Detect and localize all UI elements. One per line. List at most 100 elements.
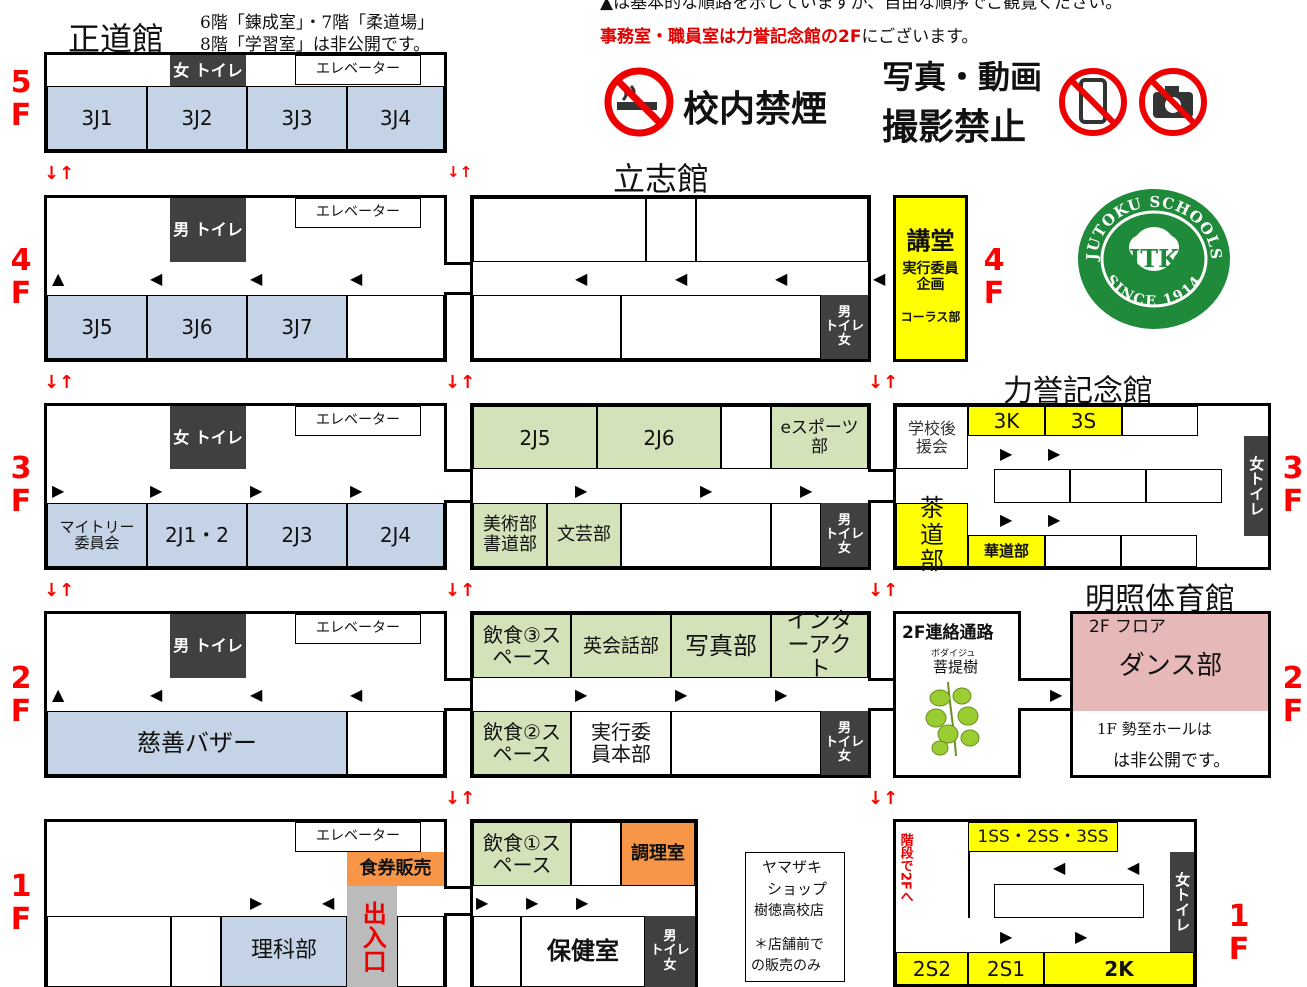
women-toilet-5f: 女 トイレ — [170, 55, 246, 86]
route-right-arrow: ▶ — [775, 685, 788, 704]
floor-text: 1F — [10, 869, 32, 937]
route-right-arrow: ▶ — [1048, 444, 1061, 463]
toilet-4f-risshi: 男トイレ女 — [821, 295, 868, 359]
room-sado: 茶道部 — [896, 495, 968, 574]
room-empty — [994, 884, 1144, 918]
no-phone-icon — [1057, 66, 1129, 138]
floor-text: 2F — [1282, 661, 1304, 729]
room-3j6: 3J6 — [147, 295, 247, 359]
room-2j3: 2J3 — [247, 503, 347, 567]
office-note: 事務室・職員室は力誉記念館の2Fにございます。 — [600, 22, 978, 47]
route-right-arrow: ▶ — [250, 481, 263, 500]
jutoku-logo: JUTOKU SCHOOLS SINCE 1914 JTK — [1075, 187, 1233, 332]
room-hoken: 保健室 — [521, 916, 645, 987]
office-note-red: 事務室・職員室は力誉記念館の2F — [600, 27, 862, 47]
room-interact: インターアクト — [771, 609, 868, 682]
toilet-mid: トイレ — [824, 526, 864, 542]
room-bijutsu: 美術部書道部 — [473, 503, 547, 567]
room-food2: 飲食②スペース — [473, 711, 571, 775]
room-1ss: 1SS・2SS・3SS — [968, 822, 1118, 852]
room-2j6: 2J6 — [597, 406, 721, 469]
no-smoking-text: 校内禁煙 — [683, 89, 828, 130]
toilet-3f-risshi: 男トイレ女 — [821, 503, 868, 567]
bodaiju-ruby: ボダイジュ — [931, 649, 976, 659]
room-empty — [347, 295, 444, 359]
entrance: 出入口 — [347, 886, 397, 987]
toilet-f: 女 — [837, 541, 851, 557]
stair-arrow: ↓↑ — [868, 372, 899, 393]
connector-2f-b — [868, 678, 896, 711]
floor-label-1f-left: 1F — [10, 870, 40, 936]
route-right-arrow: ▶ — [1000, 444, 1013, 463]
room-empty — [347, 711, 444, 775]
room-empty — [473, 198, 646, 262]
room-2j5: 2J5 — [473, 406, 597, 469]
office-note-rest: にございます。 — [861, 27, 979, 47]
route-right-arrow: ▶ — [575, 685, 588, 704]
room-cooking: 調理室 — [621, 822, 695, 886]
connector-2f — [444, 678, 475, 711]
floor-text: 4F — [983, 243, 1005, 311]
room-food3: 飲食③スペース — [473, 614, 571, 678]
toilet-m: 男 — [837, 720, 851, 736]
seishi-note-1: 1F 勢至ホールは — [1097, 720, 1212, 738]
elevator-2f: エレベーター — [295, 614, 421, 644]
route-right-arrow: ▶ — [1000, 927, 1013, 946]
floor-label-4f-right: 4F — [983, 244, 1013, 310]
connector-1f — [444, 886, 475, 916]
toilet-f: 女 — [837, 333, 851, 349]
floor-2f-label: 2F フロア — [1089, 617, 1166, 637]
route-left-arrow: ◀ — [350, 685, 363, 704]
logo-monogram: JTK — [1127, 244, 1180, 273]
kodo-label: 講堂 — [906, 227, 955, 255]
room-empty — [621, 295, 821, 359]
room-2s1: 2S1 — [968, 952, 1044, 985]
room-empty — [47, 916, 171, 987]
yamazaki-line-3: 樹徳高校店 — [754, 903, 824, 919]
yamazaki-line-2: ショップ — [767, 880, 828, 898]
room-empty — [1045, 535, 1121, 567]
yamazaki-line-1: ヤマザキ — [762, 858, 823, 876]
route-right-arrow: ▶ — [1050, 685, 1063, 704]
toilet-mid: トイレ — [824, 734, 864, 750]
toilet-1f-risshi: 男トイレ女 — [645, 916, 695, 987]
chorus-label: コーラス部 — [900, 310, 961, 325]
route-left-arrow: ◀ — [675, 269, 688, 288]
room-jikko-hq: 実行委員本部 — [571, 711, 671, 775]
room-empty — [1122, 406, 1198, 436]
room-bungei: 文芸部 — [547, 503, 621, 567]
toilet-1f-rikiyo: 女トイレ — [1170, 852, 1194, 952]
route-right-arrow: ▶ — [52, 481, 65, 500]
room-bazaar: 慈善バザー — [47, 711, 347, 775]
room-3j7: 3J7 — [247, 295, 347, 359]
route-right-arrow: ▶ — [1000, 510, 1013, 529]
room-empty — [721, 406, 771, 469]
toilet-2f-risshi: 男トイレ女 — [821, 711, 868, 775]
route-right-arrow: ▶ — [700, 481, 713, 500]
elevator-4f: エレベーター — [295, 198, 421, 228]
room-3j2: 3J2 — [147, 86, 247, 150]
floor-label-4f-left: 4F — [10, 244, 40, 310]
corridor-text: 2F連絡通路 — [902, 623, 994, 643]
ticket-sales: 食券販売 — [347, 852, 444, 886]
floor-label-2f-left: 2F — [10, 662, 40, 728]
toilet-f: 女 — [837, 749, 851, 765]
stair-arrow: ↓↑ — [868, 580, 899, 601]
linden-tree-icon — [918, 678, 988, 758]
connector-3f-b — [868, 469, 896, 503]
connector-4f — [444, 262, 475, 295]
room-shashin: 写真部 — [671, 614, 771, 678]
room-2j12: 2J1・2 — [147, 503, 247, 567]
route-right-arrow: ▶ — [675, 685, 688, 704]
kodo-4f: 講堂 実行委員企画 コーラス部 — [893, 195, 968, 362]
stair-arrow: ↓↑ — [44, 372, 75, 393]
toilet-mid: トイレ — [824, 318, 864, 334]
route-left-arrow: ◀ — [1053, 858, 1066, 877]
room-3k: 3K — [968, 406, 1045, 436]
route-left-arrow: ◀ — [873, 269, 886, 288]
seido-note-1: 6階「錬成室」・7階「柔道場」 — [200, 13, 435, 33]
room-empty — [397, 916, 444, 987]
route-left-arrow: ◀ — [150, 269, 163, 288]
floor-text: 2F — [10, 661, 32, 729]
route-right-arrow: ▶ — [250, 893, 263, 912]
